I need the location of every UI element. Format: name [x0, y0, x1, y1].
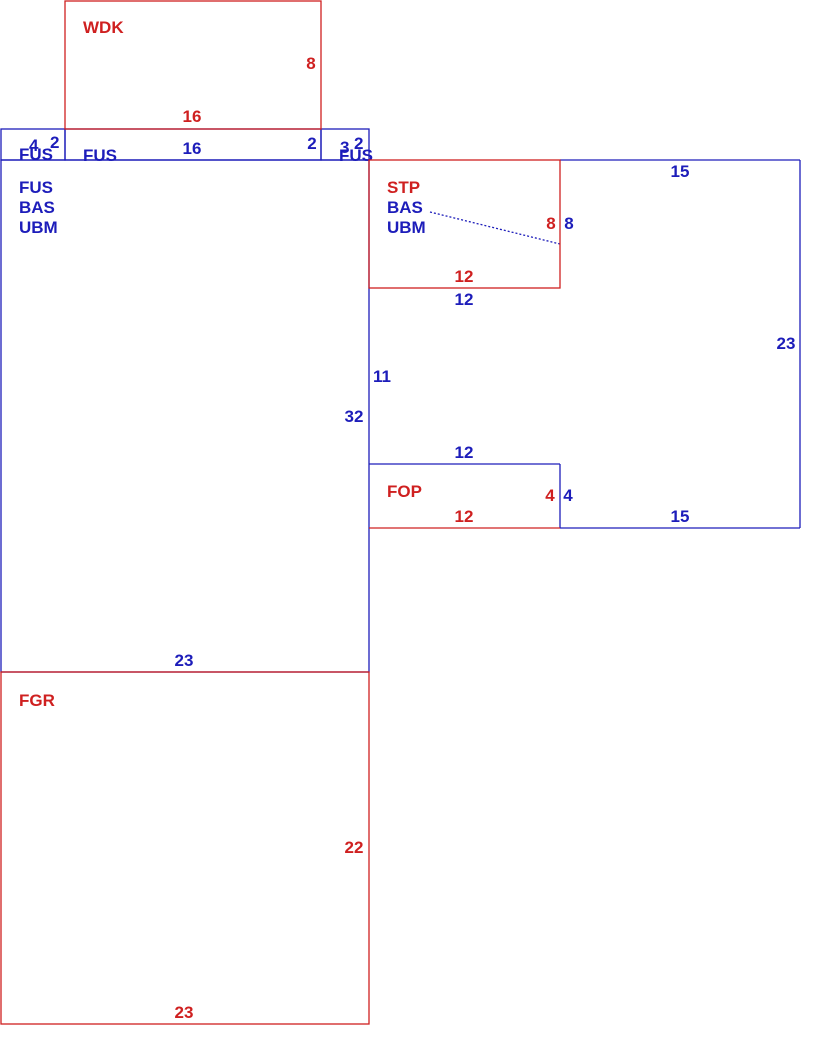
living-area-group: 4 2 FUS FUS 16 2 3 2 FUS FUS BAS UBM 32 … [0, 128, 801, 673]
wdk-code: WDK [83, 18, 124, 37]
rear-code-ubm: UBM [387, 218, 426, 237]
fop-code: FOP [387, 482, 422, 501]
stp-area [368, 159, 561, 289]
right-strip-dim-b: 2 [354, 134, 363, 153]
main-code-bas: BAS [19, 198, 55, 217]
fop-outer-depth: 4 [563, 486, 573, 505]
notch-depth: 11 [373, 367, 391, 386]
mid-strip-code: FUS [83, 146, 117, 165]
stp-width: 12 [455, 267, 474, 286]
leader-line [429, 211, 561, 245]
wdk-depth: 8 [306, 54, 315, 73]
stp-code: STP [387, 178, 420, 197]
stp-depth: 8 [546, 214, 555, 233]
fop-depth: 4 [545, 486, 555, 505]
fgr-code: FGR [19, 691, 55, 710]
rear-bottom-width: 15 [671, 507, 690, 526]
mid-strip-depth: 2 [307, 134, 316, 153]
main-code-fus: FUS [19, 178, 53, 197]
rear-top-width: 15 [671, 162, 690, 181]
rear-depth: 23 [777, 334, 796, 353]
right-strip-code: FUS [339, 146, 373, 165]
main-code-ubm: UBM [19, 218, 58, 237]
wdk-width: 16 [183, 107, 202, 126]
additions-group: WDK 8 16 STP 8 12 FOP 4 12 FGR 22 23 [0, 0, 561, 1025]
left-strip-dim-b: 2 [50, 133, 59, 152]
mid-strip-width: 16 [183, 139, 202, 158]
fgr-depth: 22 [345, 838, 364, 857]
fgr-area [0, 671, 370, 1025]
left-strip-code: FUS [19, 145, 53, 164]
notch-top-width: 12 [455, 290, 474, 309]
notch-bottom-width: 12 [455, 443, 474, 462]
main-depth: 32 [345, 407, 364, 426]
left-strip-dim-a: 4 [29, 136, 39, 155]
wdk-area [64, 0, 322, 130]
stp-outer-depth: 8 [564, 214, 573, 233]
fgr-width: 23 [175, 1003, 194, 1022]
right-strip-dim-a: 3 [340, 138, 349, 157]
fop-width: 12 [455, 507, 474, 526]
rear-code-bas: BAS [387, 198, 423, 217]
right-fus-strip [320, 128, 370, 161]
main-width: 23 [175, 651, 194, 670]
